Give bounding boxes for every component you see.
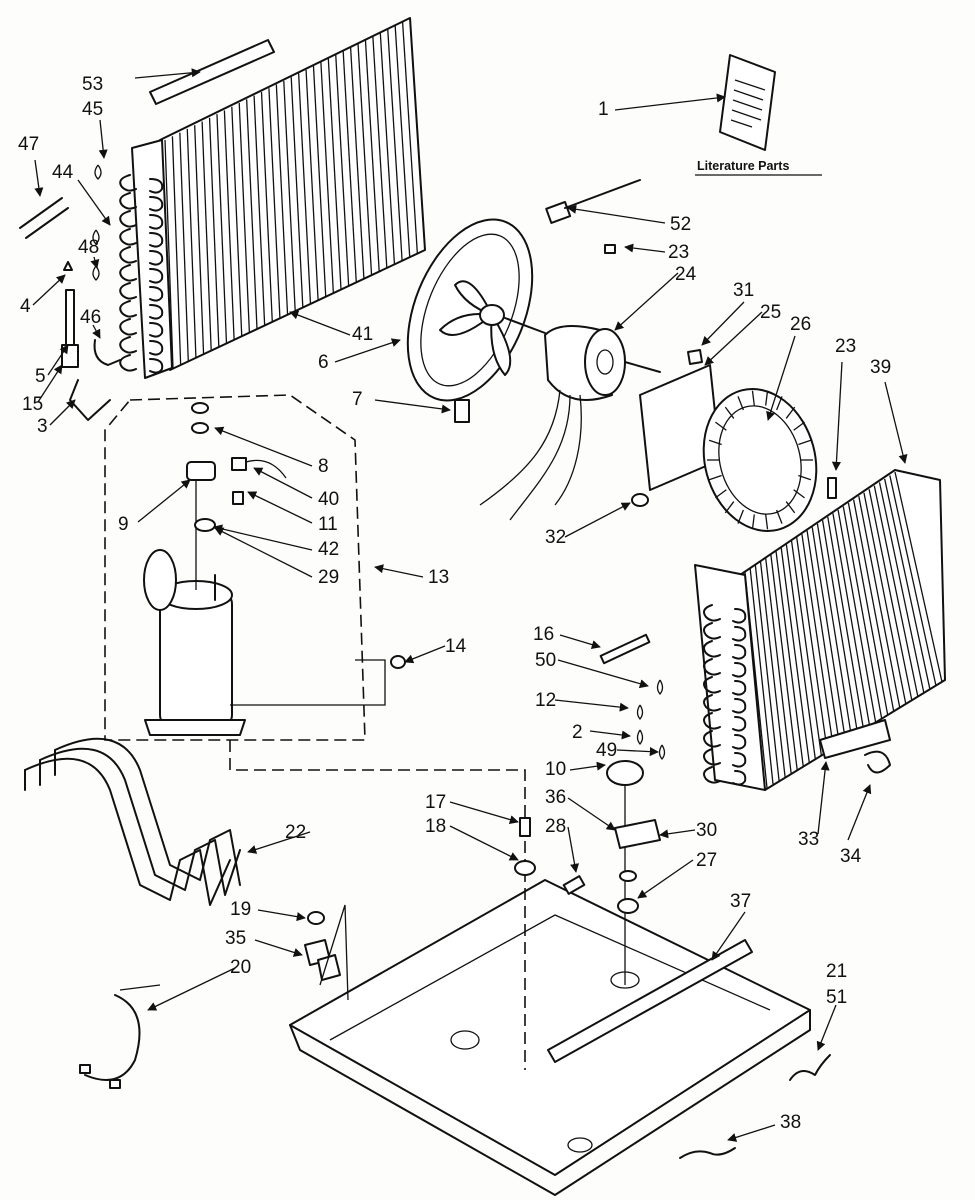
label-47: 47 xyxy=(18,134,39,155)
label-5: 5 xyxy=(35,366,46,387)
label-17: 17 xyxy=(425,792,446,813)
compressor-group-outline xyxy=(104,394,366,741)
label-15: 15 xyxy=(22,394,43,415)
base-pan xyxy=(289,770,811,1196)
label-11: 11 xyxy=(318,514,338,535)
label-34: 34 xyxy=(840,846,862,867)
label-14: 14 xyxy=(445,636,467,657)
wire-harness-20 xyxy=(79,984,161,1089)
label-2: 2 xyxy=(572,722,583,743)
label-13: 13 xyxy=(428,567,449,588)
evaporator-coil xyxy=(119,17,426,379)
label-10: 10 xyxy=(545,759,566,780)
label-33: 33 xyxy=(798,829,819,850)
suction-discharge-tubes xyxy=(24,737,241,906)
label-16: 16 xyxy=(533,624,554,645)
label-44: 44 xyxy=(52,162,74,183)
label-53: 53 xyxy=(82,74,103,95)
label-31: 31 xyxy=(733,280,754,301)
label-52: 52 xyxy=(670,214,691,235)
label-49: 49 xyxy=(596,740,617,761)
label-32: 32 xyxy=(545,527,566,548)
label-42: 42 xyxy=(318,539,339,560)
part-51 xyxy=(789,1054,831,1081)
label-4: 4 xyxy=(20,296,31,317)
label-29: 29 xyxy=(318,567,339,588)
label-46: 46 xyxy=(80,307,101,328)
label-20: 20 xyxy=(230,957,251,978)
leader-arrows xyxy=(32,68,908,1142)
label-6: 6 xyxy=(318,352,329,373)
part-34 xyxy=(864,750,891,774)
label-41: 41 xyxy=(352,324,373,345)
part-number-labels: 1 2 3 4 5 6 7 8 9 10 11 12 13 14 15 16 1… xyxy=(18,74,891,1133)
label-51: 51 xyxy=(826,987,847,1008)
label-22: 22 xyxy=(285,822,306,843)
label-30: 30 xyxy=(696,820,717,841)
label-26: 26 xyxy=(790,314,811,335)
label-37: 37 xyxy=(730,891,751,912)
label-19: 19 xyxy=(230,899,251,920)
label-28: 28 xyxy=(545,816,566,837)
label-3: 3 xyxy=(37,416,48,437)
label-1: 1 xyxy=(598,99,609,120)
label-36: 36 xyxy=(545,787,566,808)
condenser-coil xyxy=(694,469,946,791)
label-23b: 23 xyxy=(835,336,856,357)
label-24: 24 xyxy=(675,264,697,285)
label-27: 27 xyxy=(696,850,717,871)
loose-tubing-parts xyxy=(19,164,121,421)
label-48: 48 xyxy=(78,237,99,258)
foam-strip-53 xyxy=(149,39,275,105)
label-12: 12 xyxy=(535,690,556,711)
part-33 xyxy=(819,719,891,759)
part-38 xyxy=(679,1147,736,1159)
literature-manual-icon xyxy=(719,54,776,151)
label-45: 45 xyxy=(82,99,103,120)
literature-parts-caption: Literature Parts xyxy=(697,159,789,173)
label-39: 39 xyxy=(870,357,891,378)
fan-motor xyxy=(479,317,661,521)
label-9: 9 xyxy=(118,514,129,535)
blower-wheel xyxy=(702,388,818,532)
label-25: 25 xyxy=(760,302,781,323)
label-8: 8 xyxy=(318,456,329,477)
label-38: 38 xyxy=(780,1112,801,1133)
label-21: 21 xyxy=(826,961,847,982)
label-50: 50 xyxy=(535,650,556,671)
label-7: 7 xyxy=(352,389,363,410)
label-40: 40 xyxy=(318,489,339,510)
label-18: 18 xyxy=(425,816,446,837)
label-35: 35 xyxy=(225,928,246,949)
compressor xyxy=(143,470,246,736)
condenser-fan xyxy=(406,218,534,402)
label-23a: 23 xyxy=(668,242,689,263)
terminal-parts xyxy=(186,402,406,669)
